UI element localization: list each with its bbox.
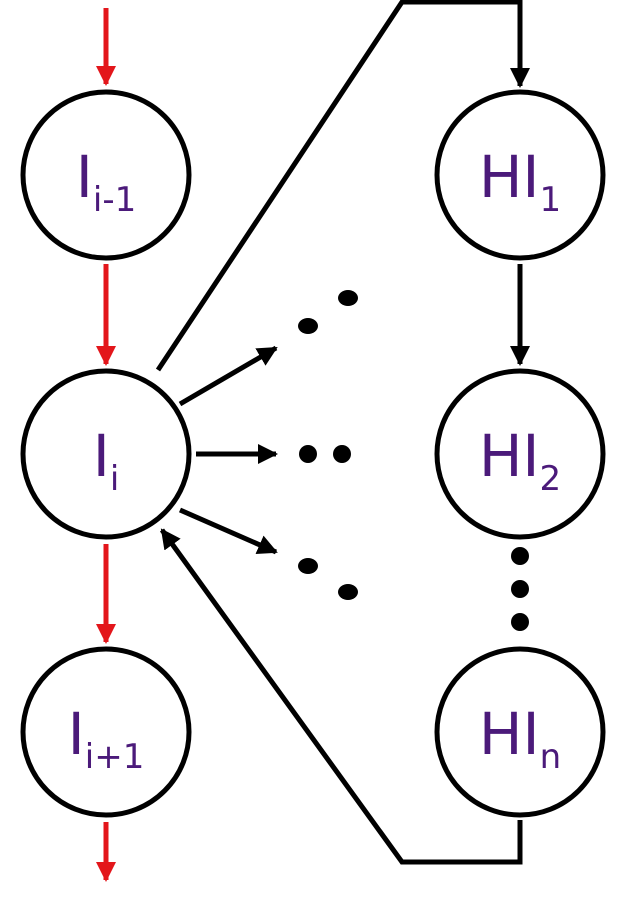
node-circle [434, 368, 606, 540]
node-i-next: Ii+1 [20, 646, 192, 818]
node-i-prev: Ii-1 [20, 89, 192, 261]
node-label-base: HI [479, 700, 540, 768]
ellipsis-dot [338, 584, 358, 600]
ellipsis-dot [298, 318, 318, 334]
node-label-subscript: n [540, 737, 562, 777]
node-label-subscript: 2 [540, 459, 562, 499]
node-label: HI2 [479, 422, 561, 499]
node-hi-1: HI1 [434, 89, 606, 261]
node-label: Ii+1 [68, 700, 145, 777]
node-circle [434, 89, 606, 261]
node-circle [20, 646, 192, 818]
node-label-subscript: i+1 [85, 737, 145, 777]
ellipsis-middle [299, 445, 351, 463]
node-label-subscript: 1 [540, 180, 562, 220]
ellipsis-upper [298, 290, 358, 334]
ellipsis-dot [298, 558, 318, 574]
ellipsis-dot [511, 547, 529, 565]
node-label-subscript: i-1 [93, 180, 136, 220]
ellipsis-dot [299, 445, 317, 463]
node-label-base: I [76, 143, 93, 211]
node-hi-2: HI2 [434, 368, 606, 540]
node-i-cur: Ii [20, 368, 192, 540]
ellipsis-dot [511, 580, 529, 598]
ellipsis-vertical [511, 547, 529, 631]
ellipsis-dot [338, 290, 358, 306]
ellipsis-dot [511, 613, 529, 631]
ellipsis-lower [298, 558, 358, 600]
node-label-base: HI [479, 422, 540, 490]
node-hi-n: HIn [434, 646, 606, 818]
path-hi-n-back-to-i-cur [159, 528, 523, 865]
node-label-base: I [93, 422, 110, 490]
node-circle [20, 368, 192, 540]
node-circle [20, 89, 192, 261]
node-label: Ii-1 [76, 143, 136, 220]
node-circle [434, 646, 606, 818]
fan-arrow-lower [178, 507, 278, 555]
node-label-base: HI [479, 143, 540, 211]
node-label-base: I [68, 700, 85, 768]
path-i-cur-to-hi-1 [155, 0, 530, 372]
fan-arrow-upper [178, 345, 278, 407]
ellipsis-dot [333, 445, 351, 463]
node-label: HI1 [479, 143, 561, 220]
node-label: Ii [93, 422, 120, 499]
node-label: HIn [479, 700, 561, 777]
node-label-subscript: i [110, 459, 119, 499]
